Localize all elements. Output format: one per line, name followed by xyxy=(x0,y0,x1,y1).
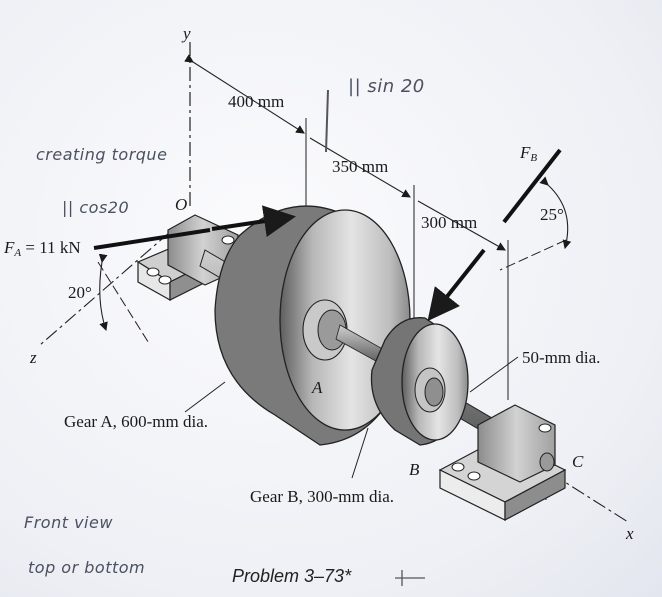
note-front-view: Front view xyxy=(24,513,113,532)
note-torque: creating torque xyxy=(36,145,168,164)
force-b-symbol: F xyxy=(520,143,531,162)
force-b-label: FB xyxy=(520,143,537,164)
origin-label: O xyxy=(175,195,188,214)
gear-a-caption: Gear A, 600-mm dia. xyxy=(64,412,208,431)
gear-b-letter: B xyxy=(409,460,420,479)
dim-400-label: 400 mm xyxy=(228,92,285,111)
z-axis-label: z xyxy=(30,348,37,367)
dim-300-label: 300 mm xyxy=(421,213,478,232)
shaft-dia-leader xyxy=(469,356,519,393)
gear-b-caption: Gear B, 300-mm dia. xyxy=(250,487,394,506)
force-b-subscript: B xyxy=(530,152,538,164)
angle-25-arc xyxy=(539,176,572,250)
force-a-subscript: A xyxy=(14,247,22,259)
force-a-line xyxy=(93,228,211,250)
x-axis-label: x xyxy=(626,524,634,543)
dim-350-label: 350 mm xyxy=(332,157,389,176)
gear-b xyxy=(370,317,469,446)
gear-a-letter: A xyxy=(312,378,323,397)
y-axis-label: y xyxy=(183,24,191,43)
pencil-bar xyxy=(325,89,329,153)
angle-25-label: 25° xyxy=(540,205,564,224)
gear-b-leader xyxy=(351,427,369,479)
dim-400-line xyxy=(184,54,305,134)
bearing-c-label: C xyxy=(572,452,584,471)
note-top-bottom: top or bottom xyxy=(28,558,146,577)
note-sin: || sin 20 xyxy=(348,76,425,97)
angle-20-arc xyxy=(98,253,108,332)
force-b-line xyxy=(502,148,562,224)
problem-number: Problem 3–73* xyxy=(232,566,352,586)
force-a-value: = 11 kN xyxy=(25,238,81,257)
right-bearing xyxy=(438,404,567,521)
force-a-arrow xyxy=(211,205,296,237)
shaft-dia-label: 50-mm dia. xyxy=(522,348,601,367)
dim-300-line xyxy=(417,200,506,251)
angle-25-ref xyxy=(499,239,567,271)
force-a-symbol: F xyxy=(4,238,15,257)
force-a-label: FA = 11 kN xyxy=(4,238,81,259)
force-b-arrow xyxy=(427,248,486,322)
angle-20-label: 20° xyxy=(68,283,92,302)
gear-a-leader xyxy=(184,381,226,413)
note-cos: || cos20 xyxy=(62,198,130,217)
